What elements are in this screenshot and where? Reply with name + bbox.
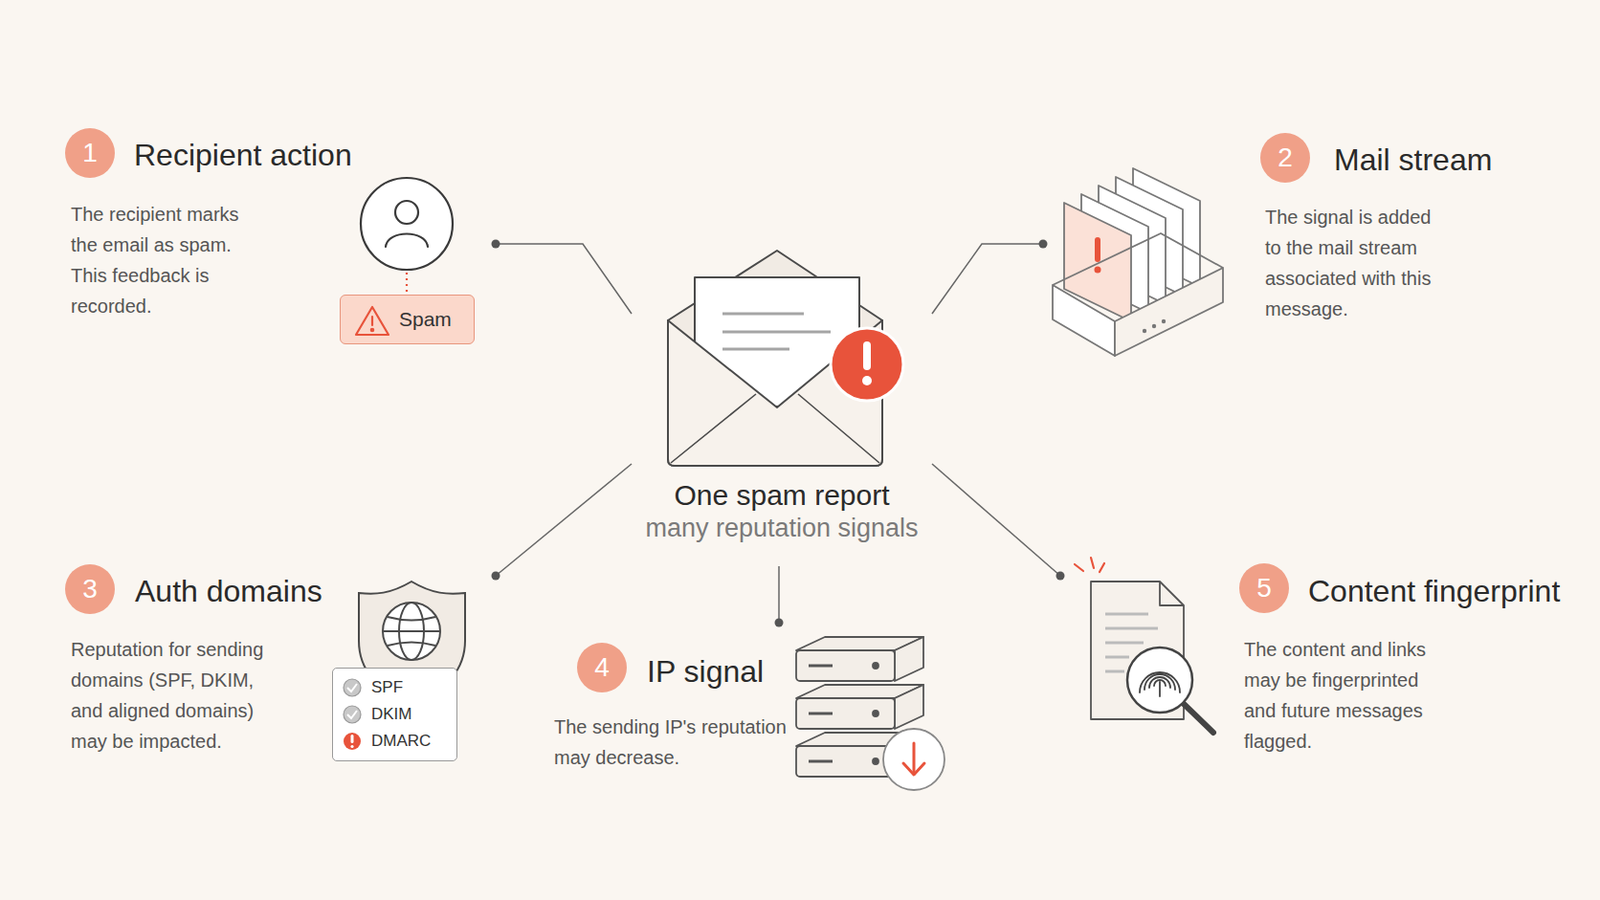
callout-number: 5 — [1239, 563, 1289, 614]
connector-dot — [491, 572, 501, 581]
dotted-link — [405, 272, 408, 293]
connector-dot — [1039, 240, 1048, 249]
center-hub: One spam reportmany reputation signals — [631, 287, 933, 567]
connector — [495, 464, 632, 577]
section-body: Reputation for sending domains (SPF, DKI… — [70, 634, 277, 757]
connector — [495, 244, 632, 314]
person-icon — [360, 177, 453, 270]
server-icon — [796, 637, 945, 791]
section-panel: Mail streamThe signal is added to the ma… — [1043, 122, 1532, 334]
connector — [777, 566, 780, 623]
section-body: The sending IP's reputation may decrease… — [554, 711, 794, 774]
badge-text: Spam — [399, 295, 459, 344]
check-icons — [343, 679, 361, 751]
spam-badge: Spam — [339, 294, 475, 345]
connector-dot — [491, 240, 501, 249]
section-body: The signal is added to the mail stream a… — [1265, 201, 1447, 325]
callout-number: 4 — [577, 643, 627, 693]
callout-number: 1 — [65, 128, 115, 178]
auth-checklist: SPFDKIMDMARC — [332, 667, 458, 762]
fingerprint-icon — [1074, 557, 1214, 734]
connector-dot — [1056, 572, 1066, 581]
section-heading: Recipient action — [133, 136, 353, 174]
connector-dot — [775, 619, 784, 628]
mail-stream-icon — [1052, 168, 1223, 356]
callout-number: 2 — [1260, 133, 1311, 183]
section-body: The content and links may be fingerprint… — [1244, 634, 1436, 757]
callout-number: 3 — [65, 564, 115, 615]
section-panel: Content fingerprintThe content and links… — [1060, 560, 1578, 772]
section-panel: IP signalThe sending IP's reputation may… — [550, 622, 943, 781]
section-heading: Mail stream — [1333, 141, 1492, 178]
section-heading: IP signal — [646, 653, 764, 690]
section-body: The recipient marks the email as spam. T… — [70, 199, 263, 322]
connector — [932, 244, 1044, 314]
section-heading: Auth domains — [134, 573, 323, 610]
check-item: SPF — [371, 674, 447, 702]
check-item: DKIM — [371, 701, 447, 729]
hub-subtitle: many reputation signals — [631, 512, 933, 544]
hub-title: One spam report — [631, 478, 933, 513]
section-heading: Content fingerprint — [1308, 573, 1560, 610]
warning-icon — [355, 307, 389, 335]
envelope-icon — [667, 250, 904, 467]
check-item: DMARC — [371, 728, 447, 756]
connector — [932, 464, 1061, 577]
